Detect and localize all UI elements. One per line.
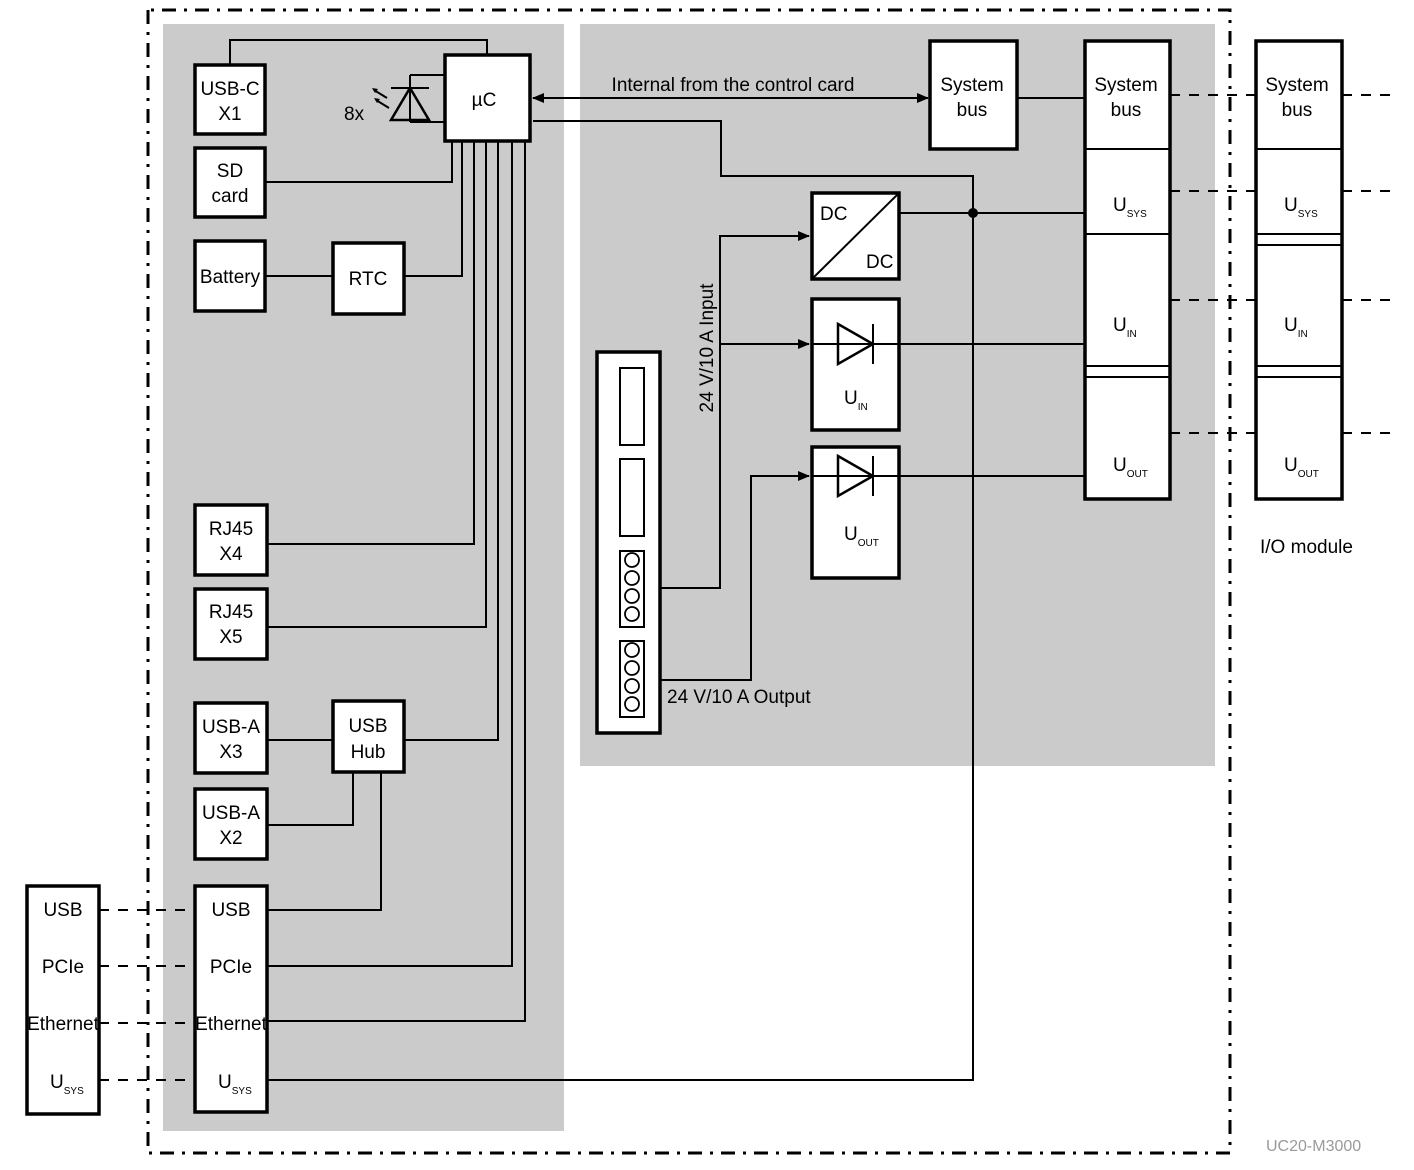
battery-label: Battery [200,267,261,288]
usb-c-label: USB-C [200,79,259,100]
io-usys-label: USYS [1284,195,1318,220]
io-uout-label: UOUT [1284,455,1319,480]
system-bus-box: System bus [928,39,1019,151]
rj45-x5-box: RJ45 X5 [193,587,269,661]
device-boundary [146,8,1232,1155]
conn-usys-label: USYS [218,1072,252,1097]
microcontroller-box: µC [443,53,532,143]
rj45-label: RJ45 [209,519,253,540]
x3-label: X3 [219,742,242,763]
diode-uin-label: UIN [844,388,868,413]
rtc-box: RTC [331,241,406,316]
rj45-label: RJ45 [209,602,253,623]
usb-a-label: USB-A [202,717,260,738]
usb-a-label: USB-A [202,803,260,824]
uin-diode-box: UIN [810,297,901,432]
led-icon [372,75,432,122]
conn-ethernet-label: Ethernet [195,1014,268,1035]
x5-label: X5 [219,627,242,648]
ext-usys-label: USYS [50,1072,84,1097]
usb-label: USB [348,716,387,737]
usb-hub-box: USB Hub [331,699,406,774]
internal-bus-label: Internal from the control card [612,75,855,96]
external-host-box: USB PCIe Ethernet USYS [25,884,101,1116]
rail-uin-label: UIN [1113,315,1137,340]
junction-dot [968,208,978,218]
rail-usys-label: USYS [1113,195,1147,220]
usb-a-x3-box: USB-A X3 [193,701,269,775]
dc-bottom-label: DC [866,252,893,273]
rtc-label: RTC [349,269,388,290]
io-module-stack: System bus USYS UIN UOUT [1254,39,1344,501]
dc-top-label: DC [820,204,847,225]
x1-label: X1 [218,104,241,125]
rail-uout-label: UOUT [1113,455,1148,480]
led-count-label: 8x [344,104,365,125]
io-system-label: System [1265,75,1328,96]
system-label: System [940,75,1003,96]
x4-label: X4 [219,544,243,565]
sd-label: SD [217,161,243,182]
dc-dc-converter-box: DC DC [810,191,901,281]
rj45-x4-box: RJ45 X4 [193,503,269,577]
drawing-code: UC20-M3000 [1266,1138,1361,1155]
rail-bus-label: bus [1111,100,1142,121]
usb-a-x2-box: USB-A X2 [193,787,269,861]
io-uin-label: UIN [1284,315,1308,340]
ext-usb-label: USB [43,900,82,921]
hub-label: Hub [351,742,386,763]
backplane-connector-box: USB PCIe Ethernet USYS [193,884,269,1114]
power-terminal-connector [595,350,662,735]
conn-pcie-label: PCIe [210,957,252,978]
uc-label: µC [472,90,497,111]
power-rail-stack: System bus USYS UIN UOUT [1083,39,1172,501]
output-label: 24 V/10 A Output [667,687,811,708]
input-label: 24 V/10 A Input [697,283,718,413]
power-card-wires [532,93,1085,681]
ext-pcie-label: PCIe [42,957,84,978]
sd-card-box: SD card [193,146,267,219]
bus-label: bus [957,100,988,121]
io-module-label: I/O module [1260,537,1353,558]
usb-c-x1-box: USB-C X1 [193,63,267,136]
conn-usb-label: USB [211,900,250,921]
uout-diode-box: UOUT [810,445,901,580]
card-label: card [212,186,249,207]
rail-system-label: System [1094,75,1157,96]
dashed-connections [99,94,1390,1081]
x2-label: X2 [219,828,242,849]
control-card-wires [229,39,974,1081]
ext-ethernet-label: Ethernet [27,1014,100,1035]
io-bus-label: bus [1282,100,1313,121]
battery-box: Battery [193,239,267,313]
diode-uout-label: UOUT [844,524,879,549]
